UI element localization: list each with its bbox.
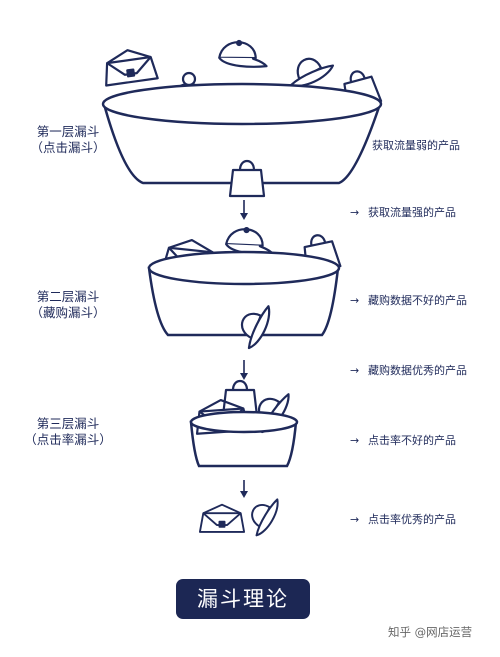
- arrow-icon: →: [350, 513, 360, 526]
- arrow-icon: →: [350, 364, 360, 377]
- level-sub: （藏购漏斗）: [30, 305, 106, 320]
- outcome-text: 获取流量强的产品: [368, 206, 456, 219]
- level-name: 第一层漏斗: [36, 124, 100, 139]
- outcome-2: → 获取流量强的产品: [350, 204, 456, 220]
- bucket-hat-icon: [241, 490, 285, 539]
- level-label-1: 第一层漏斗 （点击漏斗）: [26, 124, 110, 156]
- bucket-hat-icon: [283, 50, 338, 91]
- funnel-1: [100, 36, 383, 198]
- arrow-icon: →: [350, 294, 360, 307]
- level-name: 第三层漏斗: [36, 416, 100, 431]
- diagram-title: 漏斗理论: [176, 579, 310, 619]
- arrow-icon: →: [350, 434, 360, 447]
- outcome-text: 点击率不好的产品: [368, 434, 456, 447]
- outcome-1: 获取流量弱的产品: [372, 137, 460, 153]
- outcome-3: → 藏购数据不好的产品: [350, 292, 467, 308]
- level-sub: （点击率漏斗）: [24, 432, 112, 447]
- level-sub: （点击漏斗）: [30, 140, 106, 155]
- cap-icon: [217, 36, 272, 72]
- funnel-2: [147, 223, 342, 352]
- level-label-3: 第三层漏斗 （点击率漏斗）: [20, 416, 116, 448]
- level-name: 第二层漏斗: [36, 289, 100, 304]
- outcome-5: → 点击率不好的产品: [350, 432, 456, 448]
- handbag-icon: [100, 45, 159, 87]
- outcome-text: 获取流量弱的产品: [372, 139, 460, 152]
- funnel-3: [189, 379, 299, 468]
- outcome-text: 藏购数据不好的产品: [368, 294, 467, 307]
- outcome-4: → 藏购数据优秀的产品: [350, 362, 467, 378]
- outcome-text: 藏购数据优秀的产品: [368, 364, 467, 377]
- handbag-icon: [198, 503, 246, 533]
- outcome-text: 点击率优秀的产品: [368, 513, 456, 526]
- arrow-icon: →: [350, 206, 360, 219]
- watermark: 知乎 @网店运营: [388, 625, 473, 639]
- outcome-6: → 点击率优秀的产品: [350, 511, 456, 527]
- level-label-2: 第二层漏斗 （藏购漏斗）: [26, 289, 110, 321]
